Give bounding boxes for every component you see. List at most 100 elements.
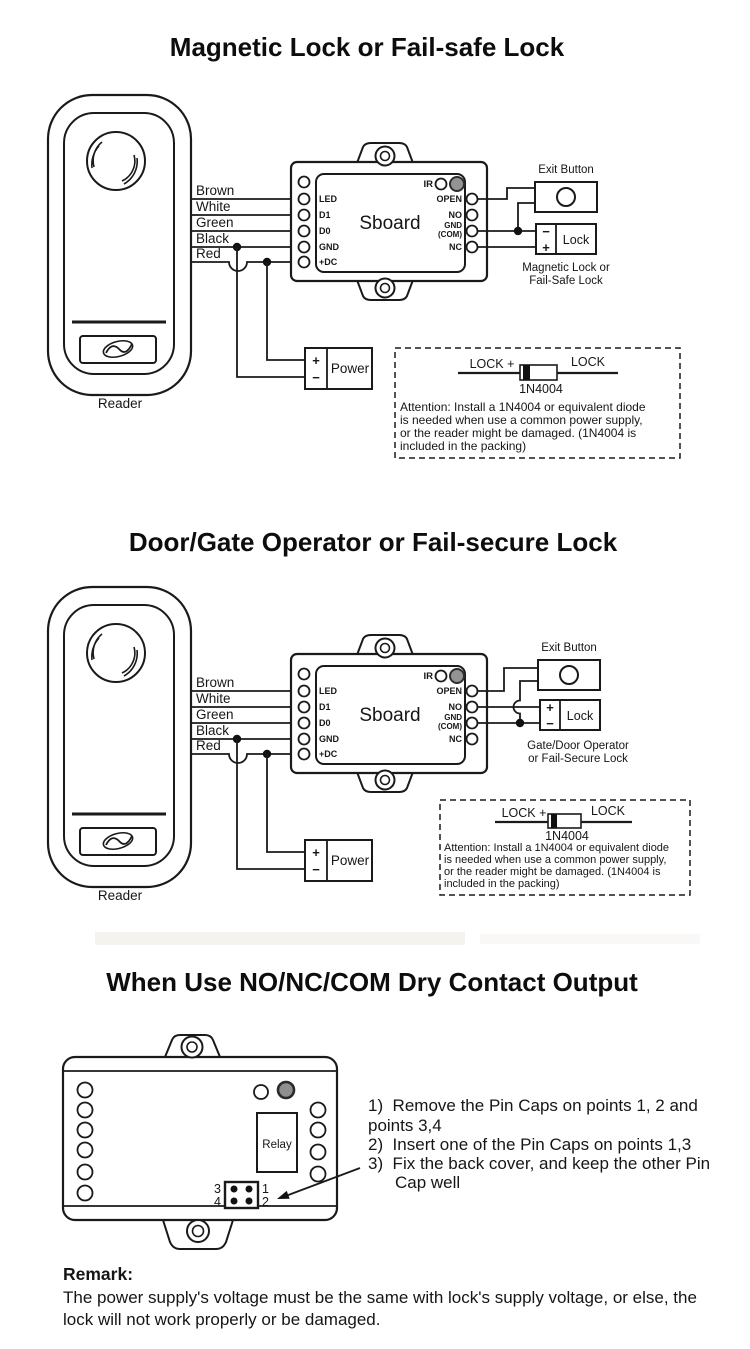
- wire-label-red: Red: [196, 246, 221, 261]
- attention-line3: or the reader might be damaged. (1N4004 …: [444, 866, 661, 878]
- jumper-pin: [230, 1197, 238, 1205]
- pin-label-no: NO: [449, 210, 463, 220]
- pin-label-gnd: GND: [319, 734, 340, 744]
- ir-label: IR: [424, 179, 434, 190]
- brand-logo-swoosh-icon: [102, 339, 134, 359]
- attention-line1: Attention: Install a 1N4004 or equivalen…: [444, 842, 669, 854]
- diode-lock-plus-label: LOCK +: [470, 357, 515, 371]
- diode-part-number: 1N4004: [519, 382, 563, 396]
- lock-device: − + Lock Magnetic Lock or Fail-Safe Lock: [522, 223, 610, 287]
- pin-label-d1: D1: [319, 210, 331, 220]
- button-icon: [556, 187, 576, 207]
- exit-button-device: Exit Button: [537, 642, 601, 691]
- power-minus-terminal: −: [312, 370, 320, 385]
- reader-device: Reader: [46, 585, 193, 903]
- reader-wires: Brown White Green Black Red: [191, 183, 305, 378]
- lock-device: + − Lock Gate/Door Operator or Fail-Secu…: [527, 699, 629, 765]
- lock-caption-line2: or Fail-Secure Lock: [528, 753, 628, 765]
- lock-label: Lock: [567, 709, 594, 723]
- ir-label: IR: [424, 671, 434, 682]
- mount-hole-icon: [186, 1219, 210, 1243]
- reader-label: Reader: [98, 888, 143, 903]
- power-supply: + − Power: [304, 347, 373, 390]
- ir-led-icon: [253, 1084, 269, 1100]
- reader-wires: Brown White Green Black Red: [191, 675, 305, 870]
- exit-return-wire: [512, 680, 538, 723]
- wire-label-green: Green: [196, 707, 234, 722]
- section3-title: When Use NO/NC/COM Dry Contact Output: [106, 967, 638, 997]
- lock-caption-line1: Magnetic Lock or: [522, 262, 610, 274]
- power-supply: + − Power: [304, 839, 373, 882]
- pin-label-com: (COM): [438, 230, 462, 239]
- diode-band-icon: [523, 365, 530, 380]
- ir-led-icon: [434, 669, 448, 683]
- wire-label-black: Black: [196, 231, 229, 246]
- wire-label-black: Black: [196, 723, 229, 738]
- gnd-to-power-wire: [236, 739, 305, 870]
- remark-line1: The power supply's voltage must be the s…: [63, 1288, 697, 1307]
- pin-label-gnd-com: GND: [444, 713, 462, 722]
- pin-label-gnd: GND: [319, 242, 340, 252]
- mount-hole-icon: [374, 769, 396, 791]
- pin-label-open: OPEN: [436, 194, 462, 204]
- pin-label-d0: D0: [319, 226, 331, 236]
- reader-sensor-icon: [86, 623, 146, 683]
- sboard-controller: LED D1 D0 GND +DC Sboard IR OPEN NO GND …: [289, 634, 489, 793]
- pin-label-nc: NC: [449, 734, 462, 744]
- faded-print-artifact: [95, 932, 465, 945]
- jumper-pin: [245, 1197, 253, 1205]
- board-name: Sboard: [359, 705, 420, 726]
- exit-return-wire: [517, 202, 535, 231]
- attention-note: LOCK + LOCK 1N4004 Attention: Install a …: [439, 799, 691, 896]
- pin-label-d0: D0: [319, 718, 331, 728]
- sboard-controller: LED D1 D0 GND +DC Sboard IR OPEN NO GND …: [289, 142, 489, 301]
- pin-number-1: 1: [262, 1182, 269, 1196]
- ir-led-icon: [434, 177, 448, 191]
- open-wire: [477, 187, 535, 200]
- mount-hole-icon: [180, 1035, 204, 1059]
- attention-line2: is needed when use a common power supply…: [444, 854, 666, 866]
- diode-lock-label: LOCK: [591, 804, 626, 818]
- diode-lock-plus-label: LOCK +: [502, 806, 547, 820]
- brand-logo-swoosh-icon: [102, 831, 134, 851]
- reader-sensor-icon: [86, 131, 146, 191]
- pin-number-3: 3: [214, 1182, 221, 1196]
- dc-to-power-wire: [266, 754, 305, 853]
- junction-dot: [513, 226, 523, 236]
- jumper-pin: [245, 1185, 253, 1193]
- remark-line2: lock will not work properly or be damage…: [63, 1310, 380, 1329]
- section2-title: Door/Gate Operator or Fail-secure Lock: [129, 527, 618, 557]
- power-label: Power: [331, 853, 370, 868]
- reader-device: Reader: [46, 93, 193, 411]
- exit-button-label: Exit Button: [541, 642, 597, 654]
- wire-label-red: Red: [196, 738, 221, 753]
- pin-label-no: NO: [449, 702, 463, 712]
- pin-label-open: OPEN: [436, 686, 462, 696]
- lock-minus-terminal: −: [546, 716, 554, 731]
- pin-label-led: LED: [319, 686, 338, 696]
- pin-label-nc: NC: [449, 242, 462, 252]
- output-wiring: [477, 187, 536, 248]
- controller-back-view: Relay 3 4 1 2: [61, 1034, 361, 1250]
- instruction-line4: 3) Fix the back cover, and keep the othe…: [368, 1154, 710, 1173]
- jumper-pin-block: 3 4 1 2: [214, 1180, 269, 1210]
- mount-hole-icon: [374, 145, 396, 167]
- wire-label-white: White: [196, 691, 231, 706]
- ir-receiver-icon: [449, 176, 465, 192]
- pin-cap-instructions: 1) Remove the Pin Caps on points 1, 2 an…: [368, 1096, 710, 1192]
- diode-part-number: 1N4004: [545, 829, 589, 843]
- output-wiring: [477, 667, 540, 728]
- lock-plus-terminal: +: [546, 700, 554, 715]
- lock-caption-line2: Fail-Safe Lock: [529, 275, 603, 287]
- instruction-line5: Cap well: [395, 1173, 460, 1192]
- attention-line4: included in the packing): [400, 439, 526, 453]
- lock-caption-line1: Gate/Door Operator: [527, 740, 629, 752]
- diode-lock-label: LOCK: [571, 355, 606, 369]
- section1-title: Magnetic Lock or Fail-safe Lock: [170, 32, 565, 62]
- pin-number-4: 4: [214, 1195, 221, 1209]
- power-plus-terminal: +: [312, 353, 320, 368]
- exit-button-device: Exit Button: [534, 164, 598, 213]
- exit-button-label: Exit Button: [538, 164, 594, 176]
- instruction-line1: 1) Remove the Pin Caps on points 1, 2 an…: [368, 1096, 698, 1115]
- pin-label-led: LED: [319, 194, 338, 204]
